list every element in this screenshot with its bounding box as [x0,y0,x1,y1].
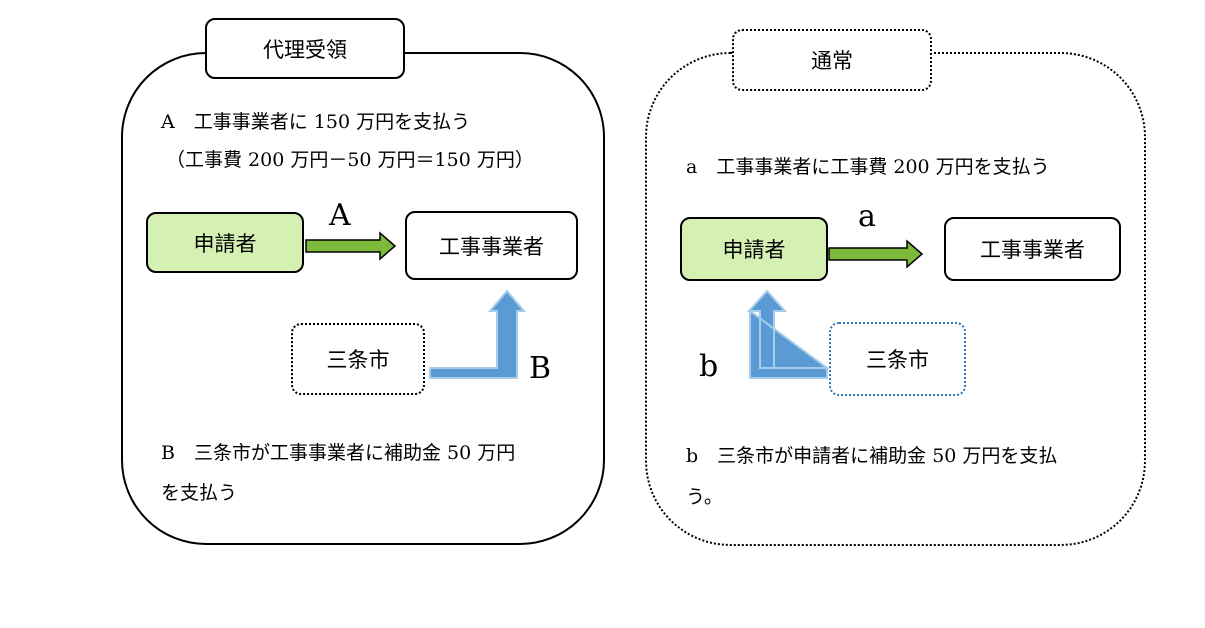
arrow-b-left [429,289,527,379]
left-line-b-cont: を支払う [161,482,238,504]
tab-normal: 通常 [732,29,932,91]
right-line-b-cont: う。 [686,486,723,508]
left-city-label: 三条市 [326,348,390,372]
right-applicant-label: 申請者 [722,238,786,262]
right-arrow-b-label: b [699,349,719,384]
left-applicant-label: 申請者 [193,231,257,256]
right-contractor-label: 工事事業者 [980,238,1085,262]
left-line-b: B 三条市が工事事業者に補助金 50 万円 [161,442,516,464]
left-line-a-calc: （工事費 200 万円－50 万円＝150 万円） [166,149,534,171]
right-line-a: a 工事事業者に工事費 200 万円を支払う [686,156,1050,178]
left-arrow-a-label: A [329,198,351,233]
arrow-a-right [828,239,924,269]
tab-normal-label: 通常 [811,49,853,73]
arrow-a-left [305,231,397,261]
arrow-b-right [746,289,831,379]
tab-proxy-receipt-label: 代理受領 [263,37,347,62]
right-city-label: 三条市 [866,348,929,372]
left-contractor-box: 工事事業者 [405,211,578,280]
right-contractor-box: 工事事業者 [944,217,1121,281]
right-arrow-a-label: a [858,199,876,234]
right-city-box: 三条市 [829,322,966,396]
tab-proxy-receipt: 代理受領 [205,18,405,79]
left-contractor-label: 工事事業者 [439,234,544,259]
left-applicant-box: 申請者 [146,212,304,273]
left-city-box: 三条市 [291,323,425,395]
left-arrow-b-label: B [529,351,552,386]
right-applicant-box: 申請者 [680,217,828,281]
right-line-b: b 三条市が申請者に補助金 50 万円を支払 [686,445,1058,467]
left-line-a: A 工事事業者に 150 万円を支払う [161,111,471,133]
